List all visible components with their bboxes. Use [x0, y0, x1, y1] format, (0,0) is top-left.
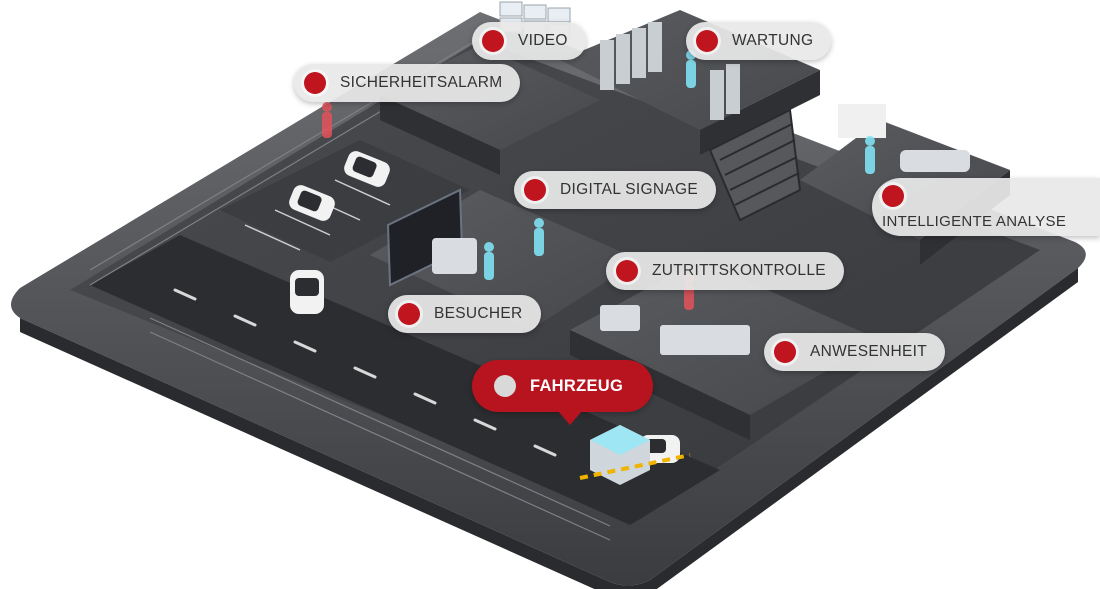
hotspot-label: INTELLIGENTE ANALYSE [882, 212, 1067, 230]
hotspot-besucher[interactable]: BESUCHER [388, 295, 541, 333]
hotspot-dot-icon [482, 30, 504, 52]
hotspot-dot-icon [882, 184, 904, 207]
hotspot-dot-icon [398, 303, 420, 325]
hotspot-fahrzeug-active[interactable]: FAHRZEUG [472, 360, 654, 425]
hotspot-dot-icon [616, 260, 638, 282]
hotspot-label: DIGITAL SIGNAGE [560, 181, 698, 198]
hotspot-label: ANWESENHEIT [810, 343, 927, 360]
base-slab-edge [20, 268, 1078, 589]
hotspot-sicherheitsalarm[interactable]: SICHERHEITSALARM [294, 64, 521, 102]
people [484, 50, 875, 280]
hotspot-wartung[interactable]: WARTUNG [686, 22, 832, 60]
road-markings [173, 288, 557, 457]
hotspot-dot-icon [524, 179, 546, 201]
hotspot-dot-icon [696, 30, 718, 52]
hotspot-video[interactable]: VIDEO [472, 22, 586, 60]
road [90, 235, 720, 525]
hotspot-dot-icon [494, 375, 516, 397]
car-3 [290, 270, 324, 314]
hotspot-dot-icon [304, 72, 326, 94]
hotspot-label: FAHRZEUG [530, 376, 624, 395]
alarm-figures [322, 102, 694, 310]
hotspot-digital-signage[interactable]: DIGITAL SIGNAGE [514, 171, 716, 209]
whiteboard [838, 104, 886, 138]
stairs [708, 108, 802, 222]
hotspot-zutrittskontrolle[interactable]: ZUTRITTSKONTROLLE [606, 252, 844, 290]
hotspot-anwesenheit[interactable]: ANWESENHEIT [764, 333, 945, 371]
desks [432, 150, 970, 355]
hotspot-intelligente-analyse[interactable]: INTELLIGENTE ANALYSE [872, 178, 1100, 236]
car-1 [289, 185, 335, 221]
car-2 [344, 151, 390, 187]
gate-barrier [579, 453, 691, 480]
parking-lot [220, 140, 470, 262]
hotspot-label: BESUCHER [434, 305, 523, 322]
server-racks [600, 22, 740, 120]
callout-pointer [558, 411, 582, 425]
hotspot-label: ZUTRITTSKONTROLLE [652, 262, 826, 279]
hotspot-label: SICHERHEITSALARM [340, 74, 503, 91]
hotspot-label: VIDEO [518, 32, 568, 49]
hotspot-dot-icon [774, 341, 796, 363]
hotspot-label: WARTUNG [732, 32, 814, 49]
